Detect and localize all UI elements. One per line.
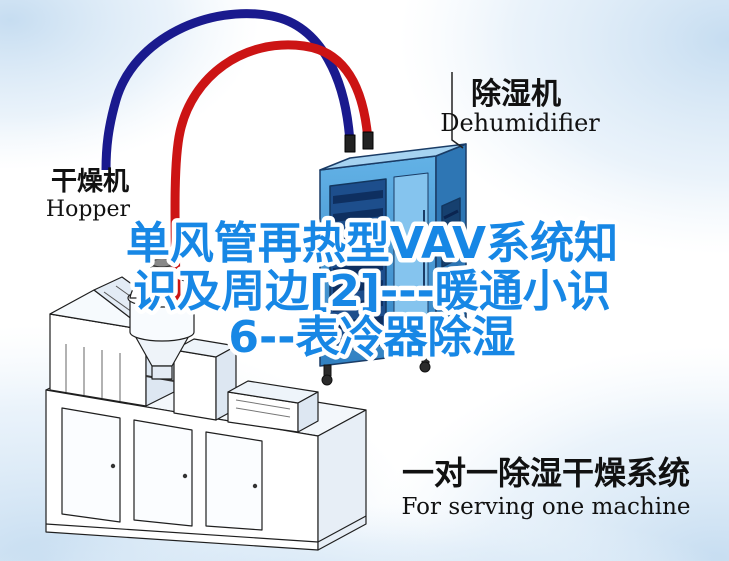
dehumidifier-side-vent-slats: [443, 209, 459, 248]
dehumidifier-casters: [321, 330, 464, 386]
caption-en: For serving one machine: [401, 494, 690, 520]
dehumidifier-illustration: [319, 131, 467, 386]
title-line-3: 6--表冷器除湿: [228, 312, 515, 363]
hopper-body: [129, 297, 195, 342]
machine-door-panel: [205, 431, 263, 531]
machine-door-panel: [61, 407, 121, 523]
dehumidifier-door-panel: [393, 172, 429, 344]
door-handles: [110, 463, 258, 489]
machine-skirt-line: [45, 515, 367, 543]
hopper-neck: [151, 365, 173, 380]
carriage-side: [297, 391, 319, 433]
dehumidifier-leader-line: [451, 72, 464, 149]
hopper-label-en: Hopper: [46, 197, 131, 222]
dry-air-pipe: [170, 40, 373, 303]
dehumidifier-vent-slats: [333, 190, 383, 330]
carriage-vents: [235, 399, 291, 418]
title-line-2: 识及周边[2]---暖通小识: [133, 266, 611, 317]
machine-base-side: [317, 409, 367, 551]
caption-zh: 一对一除湿干燥系统: [402, 454, 690, 492]
mold-block-front: [173, 349, 217, 421]
machine-door-panel: [133, 419, 193, 527]
hopper-label-zh: 干燥机: [51, 167, 129, 197]
dehumidifier-top-face: [319, 143, 467, 171]
return-air-pipe: [101, 9, 355, 171]
title-line-1: 单风管再热型VAV系统知: [126, 218, 618, 269]
title-overlay: 单风管再热型VAV系统知 识及周边[2]---暖通小识 6--表冷器除湿: [121, 214, 622, 368]
hose-connectors: [344, 131, 374, 153]
dehumidifier-label-en: Dehumidifier: [440, 109, 600, 137]
dehumidifier-label-zh: 除湿机: [471, 77, 561, 112]
clamp-louvers: [65, 344, 121, 401]
